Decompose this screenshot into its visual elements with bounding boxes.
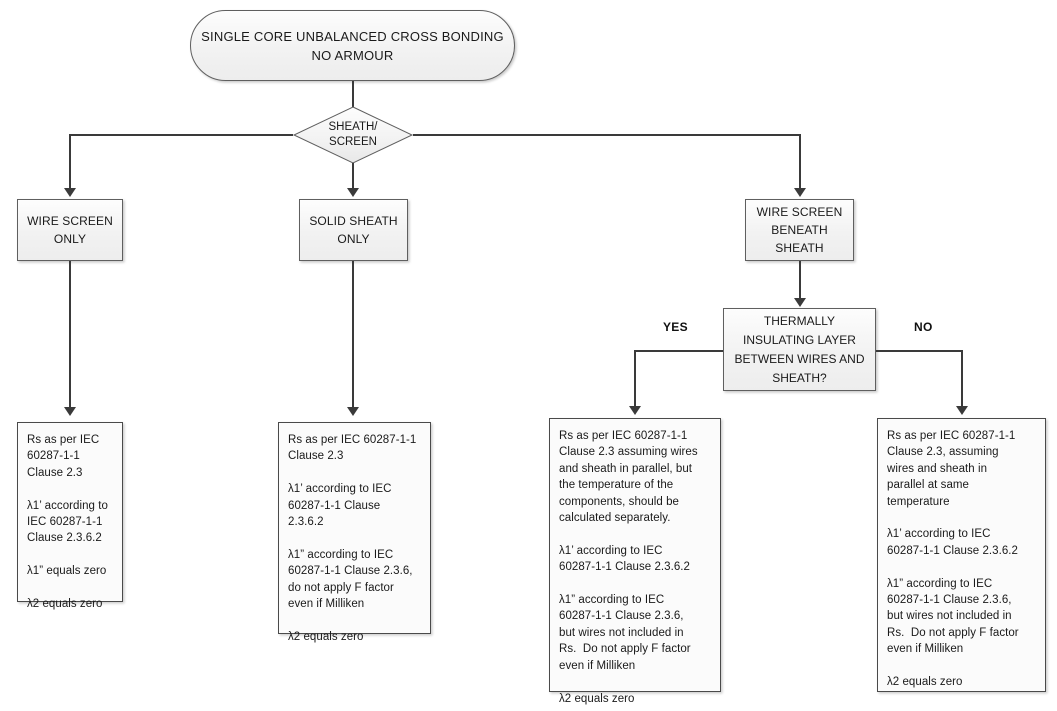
node-solid-sheath-only: SOLID SHEATH ONLY [299,199,408,261]
result-box-wire-screen-only: Rs as per IEC 60287-1-1 Clause 2.3 λ1’ a… [17,422,123,610]
edge-label-no: NO [914,320,933,334]
node-wire-screen-beneath-sheath: WIRE SCREEN BENEATH SHEATH [745,199,854,261]
result-box-solid-sheath-only: Rs as per IEC 60287-1-1 Clause 2.3 λ1’ a… [278,422,431,643]
node-thermal-insulating-layer-question: THERMALLY INSULATING LAYER BETWEEN WIRES… [723,308,876,391]
edge-drop-to-wire-screen-only [69,134,71,190]
edge-label-yes: YES [663,320,688,334]
node-wire-screen-only: WIRE SCREEN ONLY [17,199,123,261]
edge-header-to-diamond [352,81,354,107]
edge-drop-to-solid-sheath-only [352,163,354,190]
arrowhead-solid-sheath-only [347,188,359,197]
edge-yes-vertical [634,350,636,408]
arrowhead-wire-screen-only [64,188,76,197]
edge-wire-screen-only-to-result [69,261,71,409]
node-single-core-header: SINGLE CORE UNBALANCED CROSS BONDING NO … [190,10,515,81]
arrowhead-no-branch [956,406,968,415]
diamond-shape-icon [292,106,414,164]
arrowhead-thermal-question [794,298,806,307]
arrowhead-result-wire-screen-only [64,407,76,416]
edge-solid-sheath-only-to-result [352,261,354,409]
edge-to-thermal-question [799,261,801,301]
arrowhead-yes-branch [629,406,641,415]
edge-yes-horizontal [634,350,723,352]
node-sheath-screen-decision: SHEATH/ SCREEN [292,106,414,164]
result-box-yes-branch: Rs as per IEC 60287-1-1 Clause 2.3 assum… [549,418,721,705]
edge-diamond-right-branch [413,134,801,136]
arrowhead-result-solid-sheath-only [347,407,359,416]
edge-no-horizontal [876,350,963,352]
arrowhead-wire-screen-beneath-sheath [794,188,806,197]
edge-drop-to-wire-screen-beneath-sheath [799,134,801,190]
edge-no-vertical [961,350,963,408]
result-box-no-branch: Rs as per IEC 60287-1-1 Clause 2.3, assu… [877,418,1046,692]
edge-diamond-left-branch [69,134,293,136]
